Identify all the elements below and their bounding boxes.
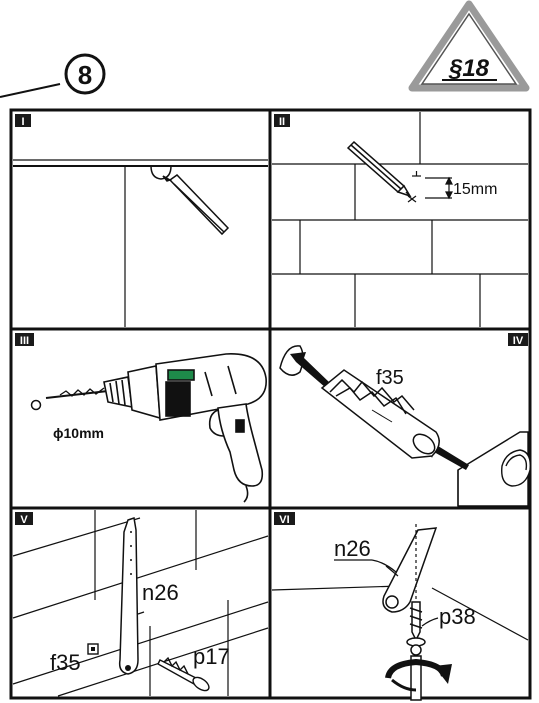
panel-iii-badge (15, 333, 34, 346)
panel-iii-id: III (20, 335, 29, 347)
screw-icon (157, 656, 210, 692)
panel-grid (9, 108, 532, 700)
panel-vi-id: VI (279, 514, 289, 526)
panel-i: I (13, 114, 268, 327)
panel-i-badge (15, 114, 31, 127)
panel-iv: IV f35 (279, 333, 531, 507)
wall-perspective (12, 510, 269, 697)
drill-icon (45, 353, 267, 503)
screw-label: p38 (439, 604, 476, 629)
wall-plug-label: f35 (376, 367, 404, 389)
drill-diameter-label: ϕ10mm (53, 425, 104, 441)
panel-vi: VI n26 p (271, 512, 529, 701)
step-number: 8 (78, 60, 92, 90)
strap-icon (382, 527, 438, 613)
step-circle (64, 53, 106, 95)
section-triangle: §18 (408, 0, 530, 92)
panel-v-id: V (20, 514, 28, 526)
panel-ii-id: II (279, 116, 285, 128)
mark-cross (407, 171, 421, 203)
screw-label: p17 (193, 644, 230, 669)
wall-plug-icon (320, 369, 440, 459)
screwdriver-icon (410, 655, 422, 701)
panel-iv-id: IV (513, 335, 524, 347)
strap-icon (118, 517, 139, 675)
dimension-indicator (425, 176, 453, 200)
rotate-arrow-icon (385, 658, 452, 692)
pencil-icon (150, 165, 230, 236)
section-mark: §18 (448, 55, 490, 82)
wall-plug-label: f35 (50, 650, 81, 675)
panel-v: V n26 f35 (12, 510, 269, 697)
strap-label: n26 (334, 536, 371, 561)
depth-label: 15mm (453, 181, 497, 198)
pencil-icon (346, 140, 412, 198)
step-callout: 8 (0, 53, 106, 98)
panel-v-badge (15, 512, 33, 525)
wall-corner (457, 431, 531, 507)
panel-iv-badge (508, 333, 528, 346)
strap-label: n26 (142, 580, 179, 605)
panel-ii-badge (274, 114, 290, 127)
screw-icon (406, 601, 426, 656)
panel-vi-badge (274, 512, 295, 525)
panel-iii: III ϕ10mm (15, 333, 267, 503)
brick-wall (272, 112, 528, 327)
panel-i-id: I (21, 116, 24, 128)
ceiling-lines (271, 585, 529, 641)
panel-ii: II 15mm (272, 112, 528, 327)
drill-hole (30, 399, 42, 411)
